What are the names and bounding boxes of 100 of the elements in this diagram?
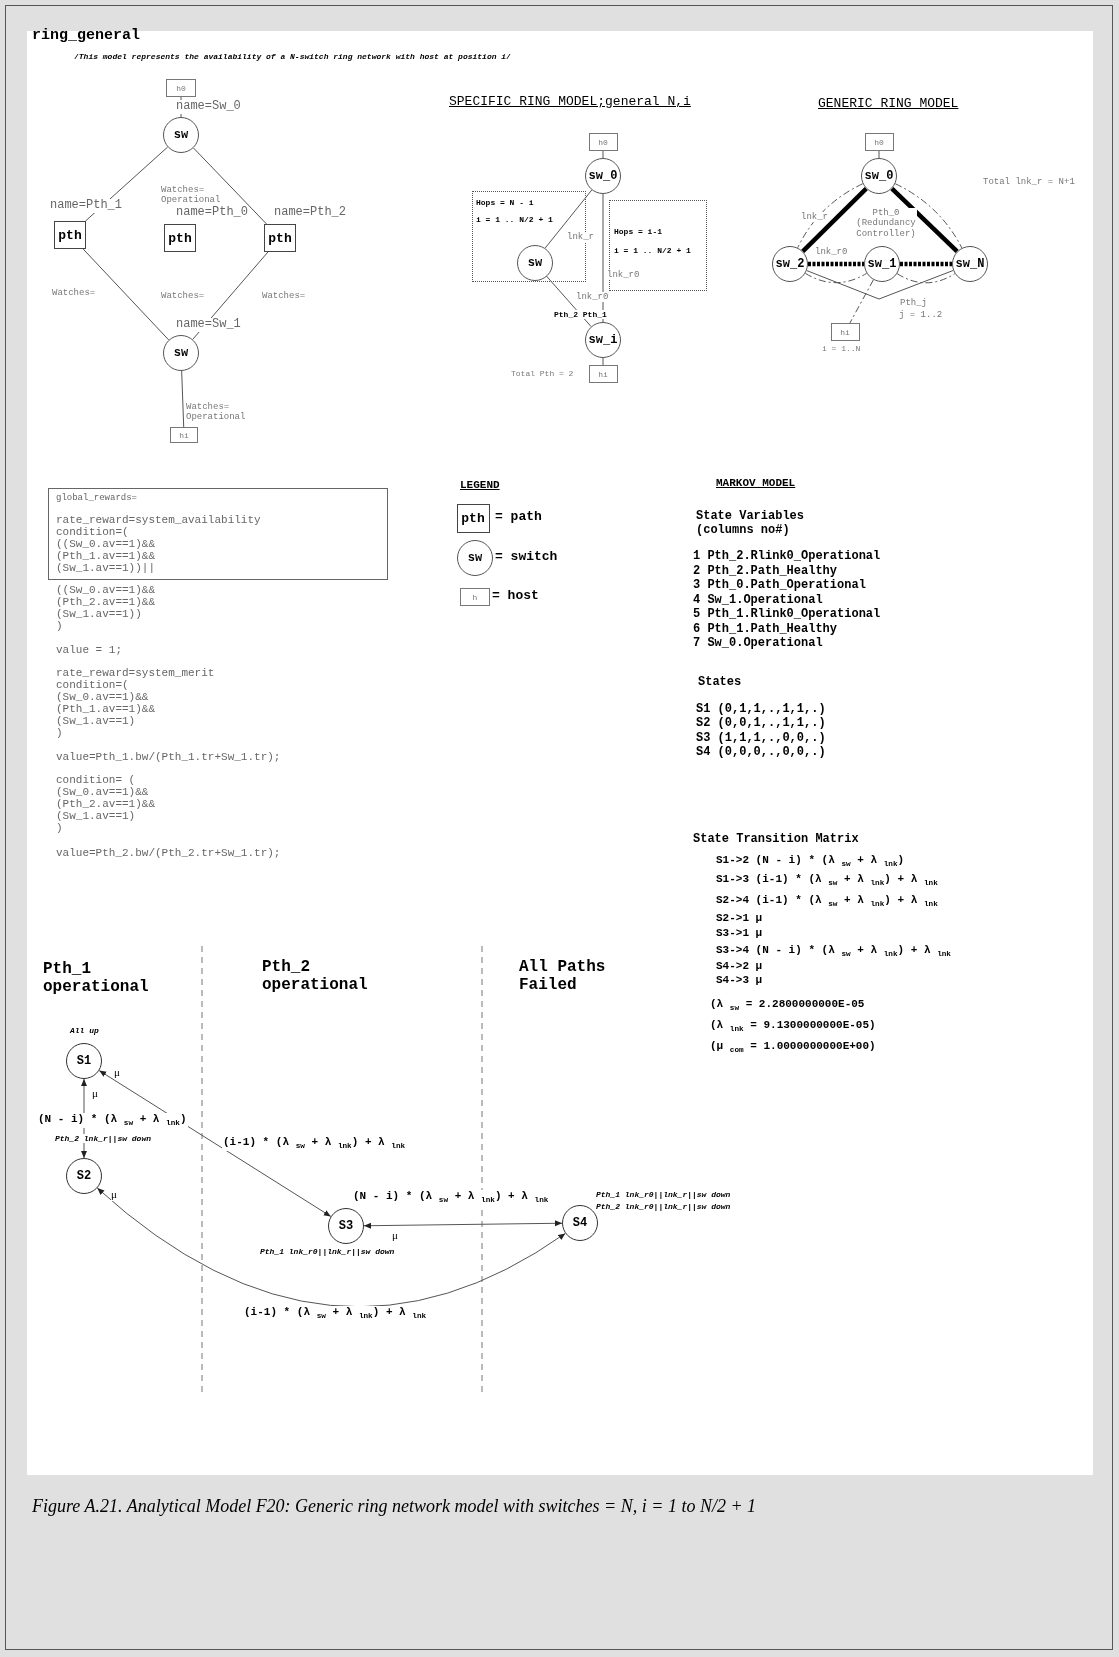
node-label: hi: [179, 430, 189, 440]
annotation-text: i = 1..N: [822, 344, 861, 354]
path-box: [54, 221, 86, 249]
host-box: [830, 323, 860, 341]
node-label: pth: [58, 227, 82, 243]
host-box: [588, 133, 618, 151]
transition-rate: S1->2 (N - i) * (λ $_{sw}$ + λ $_{lnk}$): [716, 854, 905, 869]
note-text: Total lnk_r = N+1: [983, 177, 1075, 188]
transition-rate: S4->2 μ: [716, 960, 763, 973]
host-box: [460, 588, 490, 606]
host-box: [864, 133, 894, 151]
arrow: [98, 1070, 332, 1217]
node-label: h0: [598, 137, 608, 147]
node-label: sw_N: [955, 257, 985, 271]
code-line: ((Sw_0.av==1)&&: [56, 538, 156, 550]
edge-label: lnk_r0: [575, 292, 610, 303]
path-label: Pth_2 Pth_1: [554, 310, 607, 320]
connector-line: [602, 150, 604, 159]
code-line: condition=(: [56, 526, 129, 538]
code-line: rate_reward=system_availability: [56, 514, 261, 526]
state-variable: 5 Pth_1.Rlink0_Operational: [693, 608, 881, 622]
section-heading: LEGEND: [460, 479, 500, 492]
connector-line: [545, 275, 592, 327]
arrow: [96, 1187, 566, 1308]
node-label: pth: [168, 230, 192, 246]
node-label: pth: [268, 230, 292, 246]
range-label: j = 1..2: [899, 310, 943, 321]
annotation-text: = path: [495, 510, 542, 525]
annotation-text: name=Pth_0: [176, 206, 248, 220]
transition-rate: S1->3 (i-1) * (λ $_{sw}$ + λ $_{lnk}$) + λ $_{lnk}$: [716, 873, 938, 888]
state-vector: S2 (0,0,1,.,1,1,.): [696, 717, 826, 732]
node-label: sw: [173, 128, 189, 142]
connector-line: [806, 269, 954, 300]
section-heading: GENERIC RING MODEL: [818, 97, 959, 112]
node-label: h0: [874, 137, 884, 147]
figure-caption: Figure A.21. Analytical Model F20: Generic ring network model with switches = N, i = 1 to N/2 + 1: [32, 1496, 757, 1517]
host-box: [588, 365, 618, 383]
node-label: Hops = N - i: [476, 198, 534, 207]
annotation-text: Pth_1 lnk_r0||lnk_r||sw down: [596, 1190, 731, 1200]
annotation-text: All up: [70, 1026, 99, 1036]
edge-label: lnk_r0: [606, 270, 641, 281]
node-label: S4: [572, 1216, 588, 1230]
host-box: [170, 427, 198, 443]
node-label: pth: [461, 510, 485, 526]
annotation-text: Total Pth = 2: [511, 369, 574, 379]
connector-line: [849, 279, 874, 324]
edge-label: (i-1) * (λ $_{sw}$ + λ $_{lnk}$) + λ $_{lnk}$: [222, 1136, 407, 1151]
annotation-text: name=Sw_0: [176, 100, 241, 114]
node-label: S1: [76, 1054, 92, 1068]
connector-line: [192, 251, 269, 340]
section-heading: MARKOV MODEL: [716, 477, 796, 490]
path-box: [164, 224, 196, 252]
node-label: hi: [598, 369, 608, 379]
node-label: sw_0: [864, 169, 894, 183]
arrow: [363, 1220, 563, 1229]
transition-rate: S4->3 μ: [716, 974, 763, 987]
node-label: sw_1: [867, 257, 897, 271]
transition-rate: S2->1 μ: [716, 912, 763, 925]
connector-line: [878, 150, 880, 159]
host-box: [166, 79, 196, 97]
connector-line: [181, 370, 185, 428]
node-label: h: [472, 592, 478, 602]
connector-line: [544, 189, 593, 249]
edge-label: Pth_j: [899, 298, 928, 309]
connector-line: [808, 261, 864, 267]
node-label: sw_i: [588, 333, 618, 347]
node-label: h0: [176, 83, 186, 93]
code-line: (Sw_1.av==1))||: [56, 562, 156, 574]
transition-rate: S3->4 (N - i) * (λ $_{sw}$ + λ $_{lnk}$) + λ $_{lnk}$: [716, 944, 951, 959]
annotation-text: Pth_2 lnk_r0||lnk_r||sw down: [596, 1202, 731, 1212]
property-label: Watches= Operational: [186, 402, 248, 423]
code-line: (Pth_1.av==1)&&: [56, 550, 156, 562]
note-text: Pth_0 (Redundancy Controller): [855, 208, 917, 240]
connector-line: [602, 193, 604, 323]
transition-rate: S2->4 (i-1) * (λ $_{sw}$ + λ $_{lnk}$) + λ $_{lnk}$: [716, 894, 938, 909]
node-label: sw_0: [588, 169, 618, 183]
state-vector: S1 (0,1,1,.,1,1,.): [696, 703, 826, 717]
edge-label: lnk_r: [800, 212, 829, 223]
node-label: i = 1 .. N/2 + 1: [614, 246, 691, 255]
node-label: i = 1 .. N/2 + 1: [476, 215, 553, 224]
rate-constant: (μ $_{com}$ = 1.0000000000E+00): [710, 1040, 876, 1055]
node-label: Hops = i-1: [614, 227, 662, 236]
edge-label: lnk_r: [566, 232, 595, 243]
connector-line: [804, 272, 868, 284]
transition-rate: S3->1 μ: [716, 927, 763, 940]
edge-label: (N - i) * (λ $_{sw}$ + λ $_{lnk}$): [37, 1113, 188, 1128]
code-box: [48, 488, 388, 580]
annotation-text: name=Sw_1: [176, 318, 241, 332]
node-label: sw: [527, 256, 543, 270]
state-variable: 1 Pth_2.Rlink0_Operational: [693, 550, 881, 564]
node-label: sw: [173, 346, 189, 360]
connector-line: [896, 273, 956, 284]
code-line: global_rewards=: [56, 492, 137, 504]
section-heading: SPECIFIC RING MODEL;general N,i: [449, 95, 691, 110]
annotation-text: Pth_1 lnk_r0||lnk_r||sw down: [260, 1247, 395, 1257]
connector-line: [82, 248, 170, 341]
node-label: sw: [467, 551, 483, 565]
connector-line: [900, 261, 952, 267]
annotation-text: Pth_2 lnk_r||sw down: [55, 1134, 151, 1144]
property-label: Watches= Operational: [161, 185, 223, 206]
